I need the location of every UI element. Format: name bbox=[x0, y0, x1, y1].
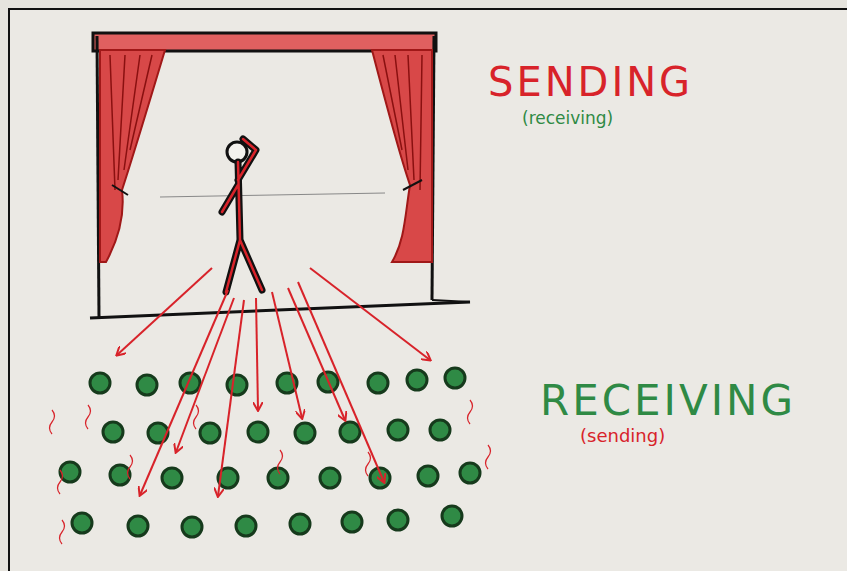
audience-dot bbox=[445, 368, 465, 388]
audience-dot bbox=[342, 512, 362, 532]
audience-dot bbox=[407, 370, 427, 390]
squiggle bbox=[60, 520, 65, 544]
audience-dot bbox=[110, 465, 130, 485]
heading-text: RECEIVING bbox=[540, 380, 796, 422]
stick-figure bbox=[222, 139, 262, 292]
squiggle bbox=[50, 410, 55, 434]
right-curtain-folds bbox=[383, 55, 422, 190]
stage-top-bar bbox=[93, 33, 436, 51]
sending-arrow bbox=[176, 298, 234, 452]
audience-dot bbox=[388, 510, 408, 530]
audience-dot bbox=[236, 516, 256, 536]
audience-dot bbox=[340, 422, 360, 442]
audience-dot bbox=[137, 375, 157, 395]
audience-dot bbox=[290, 514, 310, 534]
stage-back-line bbox=[160, 193, 385, 197]
sending-arrow bbox=[288, 288, 345, 420]
audience-dot bbox=[460, 463, 480, 483]
figure-body-fill bbox=[222, 139, 262, 292]
squiggle bbox=[366, 452, 371, 476]
audience-dot bbox=[200, 423, 220, 443]
stage-left-edge bbox=[97, 36, 99, 318]
left-curtain bbox=[100, 50, 165, 262]
squiggle bbox=[128, 455, 133, 479]
heading-text: SENDING bbox=[488, 62, 693, 102]
audience-dot bbox=[368, 373, 388, 393]
audience-dot bbox=[103, 422, 123, 442]
figure-body-outline bbox=[222, 139, 262, 292]
sending-arrow bbox=[140, 290, 228, 495]
sending-arrow bbox=[218, 300, 244, 496]
subheading-text: (receiving) bbox=[522, 110, 613, 127]
audience-dot bbox=[418, 466, 438, 486]
audience-dot bbox=[430, 420, 450, 440]
audience-dot bbox=[148, 423, 168, 443]
paper-frame bbox=[9, 9, 847, 571]
sending-arrow bbox=[310, 268, 430, 360]
stage-floor-edge bbox=[90, 302, 470, 318]
squiggle bbox=[486, 445, 491, 469]
right-curtain bbox=[372, 50, 432, 262]
audience-dot bbox=[295, 423, 315, 443]
audience-dot bbox=[227, 375, 247, 395]
audience-dot bbox=[60, 462, 80, 482]
sending-arrow bbox=[256, 298, 258, 410]
left-curtain-tie bbox=[112, 185, 128, 195]
subheading-text: (sending) bbox=[580, 427, 665, 445]
sending-arrow bbox=[117, 268, 212, 355]
audience-dot bbox=[162, 468, 182, 488]
audience bbox=[60, 368, 480, 537]
sending-arrows bbox=[117, 268, 430, 496]
right-curtain-tie bbox=[403, 180, 422, 190]
squiggle bbox=[194, 405, 199, 429]
audience-dot bbox=[72, 513, 92, 533]
left-curtain-folds bbox=[110, 55, 152, 190]
squiggle bbox=[278, 450, 283, 474]
squiggle bbox=[58, 470, 63, 494]
audience-dot bbox=[388, 420, 408, 440]
sending-arrow bbox=[298, 282, 384, 482]
audience-dot bbox=[90, 373, 110, 393]
audience-dot bbox=[248, 422, 268, 442]
audience-dot bbox=[182, 517, 202, 537]
stage-corner bbox=[432, 300, 470, 302]
audience-dot bbox=[320, 468, 340, 488]
audience-dot bbox=[442, 506, 462, 526]
squiggle bbox=[86, 405, 91, 429]
squiggle bbox=[468, 400, 473, 424]
audience-squiggles bbox=[50, 400, 491, 544]
audience-dot bbox=[128, 516, 148, 536]
